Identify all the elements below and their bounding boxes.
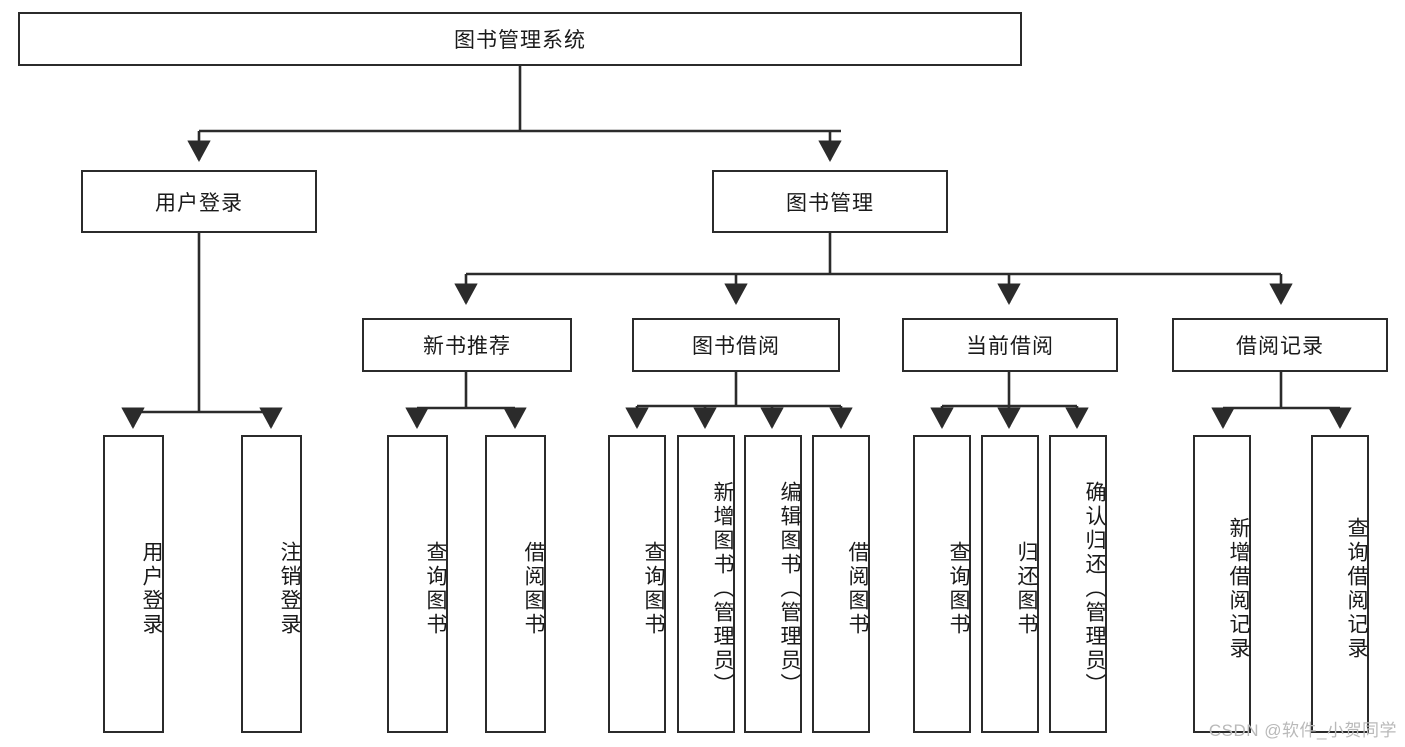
leaf-borrow-edit-book-admin[interactable]: 编辑图书（管理员）	[744, 435, 802, 733]
leaf-current-return-book[interactable]: 归还图书	[981, 435, 1039, 733]
leaf-user-login-login[interactable]: 用户登录	[103, 435, 164, 733]
node-current-borrow[interactable]: 当前借阅	[902, 318, 1118, 372]
leaf-record-query-borrow-record[interactable]: 查询借阅记录	[1311, 435, 1369, 733]
node-label: 查询图书	[424, 541, 447, 637]
leaf-current-confirm-return-admin[interactable]: 确认归还（管理员）	[1049, 435, 1107, 733]
node-label: 图书管理	[786, 191, 874, 215]
node-label: 图书管理系统	[454, 29, 586, 52]
node-label: 注销登录	[278, 541, 301, 637]
node-label: 新书推荐	[423, 335, 511, 358]
node-label: 用户登录	[140, 541, 163, 637]
node-borrow-record[interactable]: 借阅记录	[1172, 318, 1388, 372]
node-label: 编辑图书（管理员）	[778, 481, 801, 697]
node-label: 当前借阅	[966, 335, 1054, 358]
leaf-user-login-logout[interactable]: 注销登录	[241, 435, 302, 733]
node-root-book-management-system[interactable]: 图书管理系统	[18, 12, 1022, 66]
node-label: 借阅记录	[1236, 335, 1324, 358]
leaf-borrow-borrow-book[interactable]: 借阅图书	[812, 435, 870, 733]
node-book-management[interactable]: 图书管理	[712, 170, 948, 233]
node-label: 借阅图书	[522, 541, 545, 637]
leaf-recommend-borrow-book[interactable]: 借阅图书	[485, 435, 546, 733]
leaf-recommend-query-book[interactable]: 查询图书	[387, 435, 448, 733]
node-label: 借阅图书	[846, 541, 869, 637]
node-label: 查询借阅记录	[1345, 517, 1368, 661]
node-label: 用户登录	[155, 191, 243, 215]
node-label: 新增借阅记录	[1227, 517, 1250, 661]
leaf-borrow-query-book[interactable]: 查询图书	[608, 435, 666, 733]
node-label: 图书借阅	[692, 335, 780, 358]
leaf-record-add-borrow-record[interactable]: 新增借阅记录	[1193, 435, 1251, 733]
node-label: 归还图书	[1015, 541, 1038, 637]
node-label: 查询图书	[642, 541, 665, 637]
node-new-book-recommend[interactable]: 新书推荐	[362, 318, 572, 372]
leaf-borrow-add-book-admin[interactable]: 新增图书（管理员）	[677, 435, 735, 733]
node-user-login[interactable]: 用户登录	[81, 170, 317, 233]
node-label: 新增图书（管理员）	[711, 481, 734, 697]
leaf-current-query-book[interactable]: 查询图书	[913, 435, 971, 733]
node-book-borrow[interactable]: 图书借阅	[632, 318, 840, 372]
watermark-text: CSDN @软件_小贺同学	[1208, 721, 1397, 740]
node-label: 查询图书	[947, 541, 970, 637]
node-label: 确认归还（管理员）	[1083, 481, 1106, 697]
